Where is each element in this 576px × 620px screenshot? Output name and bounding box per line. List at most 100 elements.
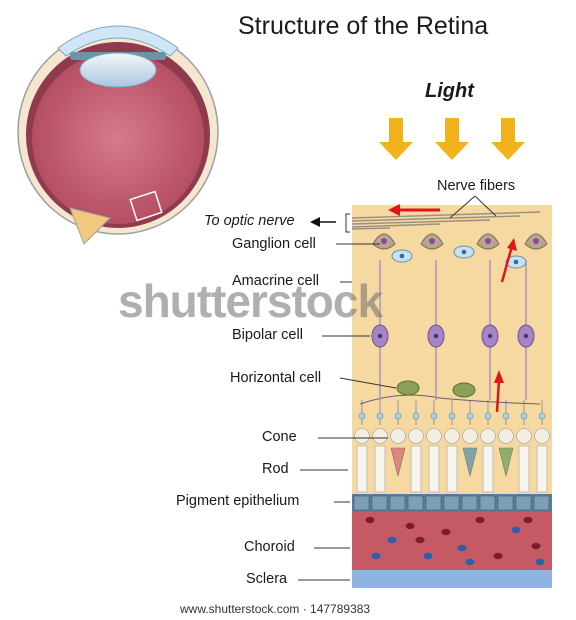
photoreceptor-terminal (412, 412, 420, 420)
horizontal-processes (359, 394, 541, 405)
ganglion-nucleus (533, 238, 539, 244)
ganglion-nucleus (485, 238, 491, 244)
ganglion-nucleus (429, 238, 435, 244)
choroid-blood-cell (405, 522, 415, 530)
photoreceptor-nucleus (390, 428, 406, 444)
rod-outer-segment (482, 445, 494, 493)
light-arrow-2 (435, 118, 469, 160)
rod-outer-segment (536, 445, 548, 493)
rod-outer-segment (428, 445, 440, 493)
label-amacrine-cell: Amacrine cell (232, 273, 320, 289)
choroid-blood-cells (365, 516, 545, 566)
pigment-cells (353, 495, 550, 511)
footer-credit: www.shutterstock.com · 147789383 (180, 602, 371, 616)
photoreceptor-terminal (430, 412, 438, 420)
photoreceptor-nucleus (498, 428, 514, 444)
pigment-cell (461, 495, 478, 511)
pigment-cell (353, 495, 370, 511)
signal-arrow-lower (494, 370, 504, 413)
label-ganglion-cell: Ganglion cell (232, 236, 316, 252)
cone-outer-segment (462, 447, 478, 477)
photoreceptor-terminal (394, 412, 402, 420)
eye-lens (79, 52, 157, 88)
bipolar-nucleus (487, 333, 493, 339)
rod-outer-segment (446, 445, 458, 493)
photoreceptor-terminal (520, 412, 528, 420)
label-choroid: Choroid (244, 539, 295, 555)
eye-zoom-box (129, 190, 163, 222)
cone-outer-segment (390, 447, 406, 477)
photoreceptor-nucleus (372, 428, 388, 444)
photoreceptor-nucleus (426, 428, 442, 444)
photoreceptor-nucleus (462, 428, 478, 444)
choroid-blood-cell (535, 558, 545, 566)
pigment-cell (389, 495, 406, 511)
rod-outer-segment (356, 445, 368, 493)
choroid-blood-cell (457, 544, 467, 552)
amacrine-nucleus (399, 253, 405, 259)
choroid-blood-cell (387, 536, 397, 544)
nerve-fibers-pointer-1 (449, 195, 476, 219)
choroid-blood-cell (423, 552, 433, 560)
photoreceptor-terminal (358, 412, 366, 420)
pigment-cell (371, 495, 388, 511)
photoreceptor-nucleus (444, 428, 460, 444)
label-to-optic-nerve: To optic nerve (204, 213, 295, 229)
photoreceptor-nucleus (516, 428, 532, 444)
label-sclera: Sclera (246, 571, 288, 587)
photoreceptor-nucleus (480, 428, 496, 444)
horizontal-cell (452, 382, 476, 398)
amacrine-nucleus (461, 249, 467, 255)
cone-outer-segment (498, 447, 514, 477)
signal-arrow-upper (500, 238, 517, 283)
rod-outer-segment (410, 445, 422, 493)
label-bipolar-cell: Bipolar cell (232, 327, 303, 343)
light-arrows (379, 118, 525, 160)
eye-optic-nerve (69, 207, 111, 245)
photoreceptor-nucleus (534, 428, 550, 444)
eye-cornea (57, 25, 179, 57)
pigment-cell (479, 495, 496, 511)
nerve-fibers-pointer-2 (474, 195, 497, 217)
photoreceptor-nucleus (354, 428, 370, 444)
light-arrow-3 (491, 118, 525, 160)
choroid-blood-cell (523, 516, 533, 524)
bipolar-nucleus (433, 333, 439, 339)
bipolar-nucleus (523, 333, 529, 339)
pointer-horizontal (339, 377, 397, 389)
nerve-fibers (351, 211, 541, 230)
label-cone: Cone (262, 429, 297, 445)
rod-outer-segment (374, 445, 386, 493)
label-rod: Rod (262, 461, 289, 477)
choroid-blood-cell (511, 526, 521, 534)
label-horizontal-cell: Horizontal cell (230, 370, 322, 386)
pigment-cell (497, 495, 514, 511)
choroid-layer (352, 512, 552, 570)
sclera-layer (352, 570, 552, 588)
pigment-cell (443, 495, 460, 511)
choroid-blood-cell (531, 542, 541, 550)
watermark: shutterstock (118, 275, 383, 327)
photoreceptor-terminal (448, 412, 456, 420)
bipolar-nucleus (377, 333, 383, 339)
choroid-blood-cell (415, 536, 425, 544)
choroid-blood-cell (371, 552, 381, 560)
pigment-cell (533, 495, 550, 511)
photoreceptor-terminal (538, 412, 546, 420)
choroid-blood-cell (441, 528, 451, 536)
optic-bracket (345, 213, 350, 233)
photoreceptor-terminal (502, 412, 510, 420)
page-title: Structure of the Retina (238, 12, 489, 40)
optic-nerve-arrow (310, 217, 336, 227)
choroid-blood-cell (475, 516, 485, 524)
choroid-blood-cell (493, 552, 503, 560)
photoreceptor-nucleus (408, 428, 424, 444)
signal-arrow-fibers (388, 204, 440, 216)
photoreceptor-terminal (466, 412, 474, 420)
pigment-cell (515, 495, 532, 511)
horizontal-cell (396, 380, 420, 396)
choroid-blood-cell (465, 558, 475, 566)
pigment-cell (407, 495, 424, 511)
